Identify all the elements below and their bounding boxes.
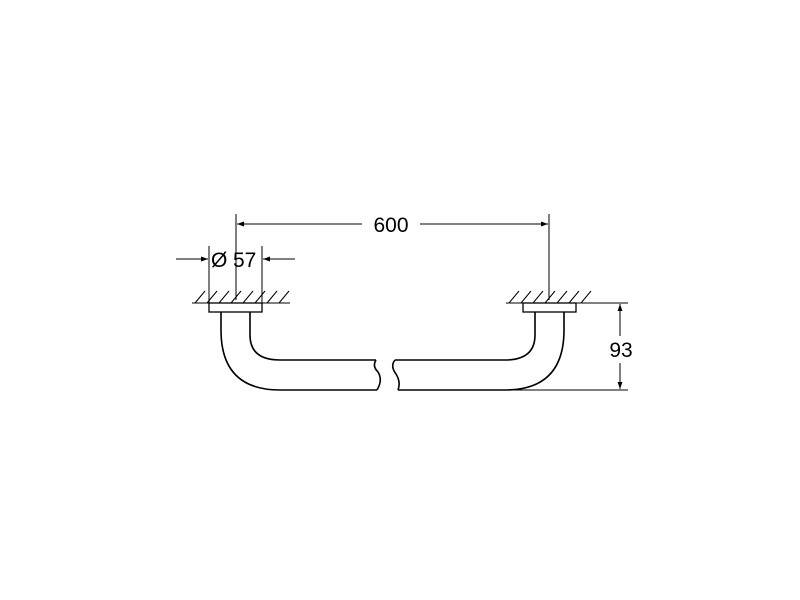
left-wall-hatch [192,290,290,304]
left-rosette [208,302,263,313]
right-rosette [522,302,577,313]
projection-label: 93 [609,339,632,362]
left-bar-section [220,312,382,391]
length-label: 600 [373,214,408,237]
diameter-symbol: Ø [211,249,227,272]
length-dimension: 600 [235,214,550,300]
diameter-dimension: Ø 57 [176,246,295,305]
right-bar-section [391,312,565,391]
right-wall-hatch [506,290,628,304]
diameter-value: 57 [233,249,256,272]
projection-dimension: 93 [505,302,633,391]
